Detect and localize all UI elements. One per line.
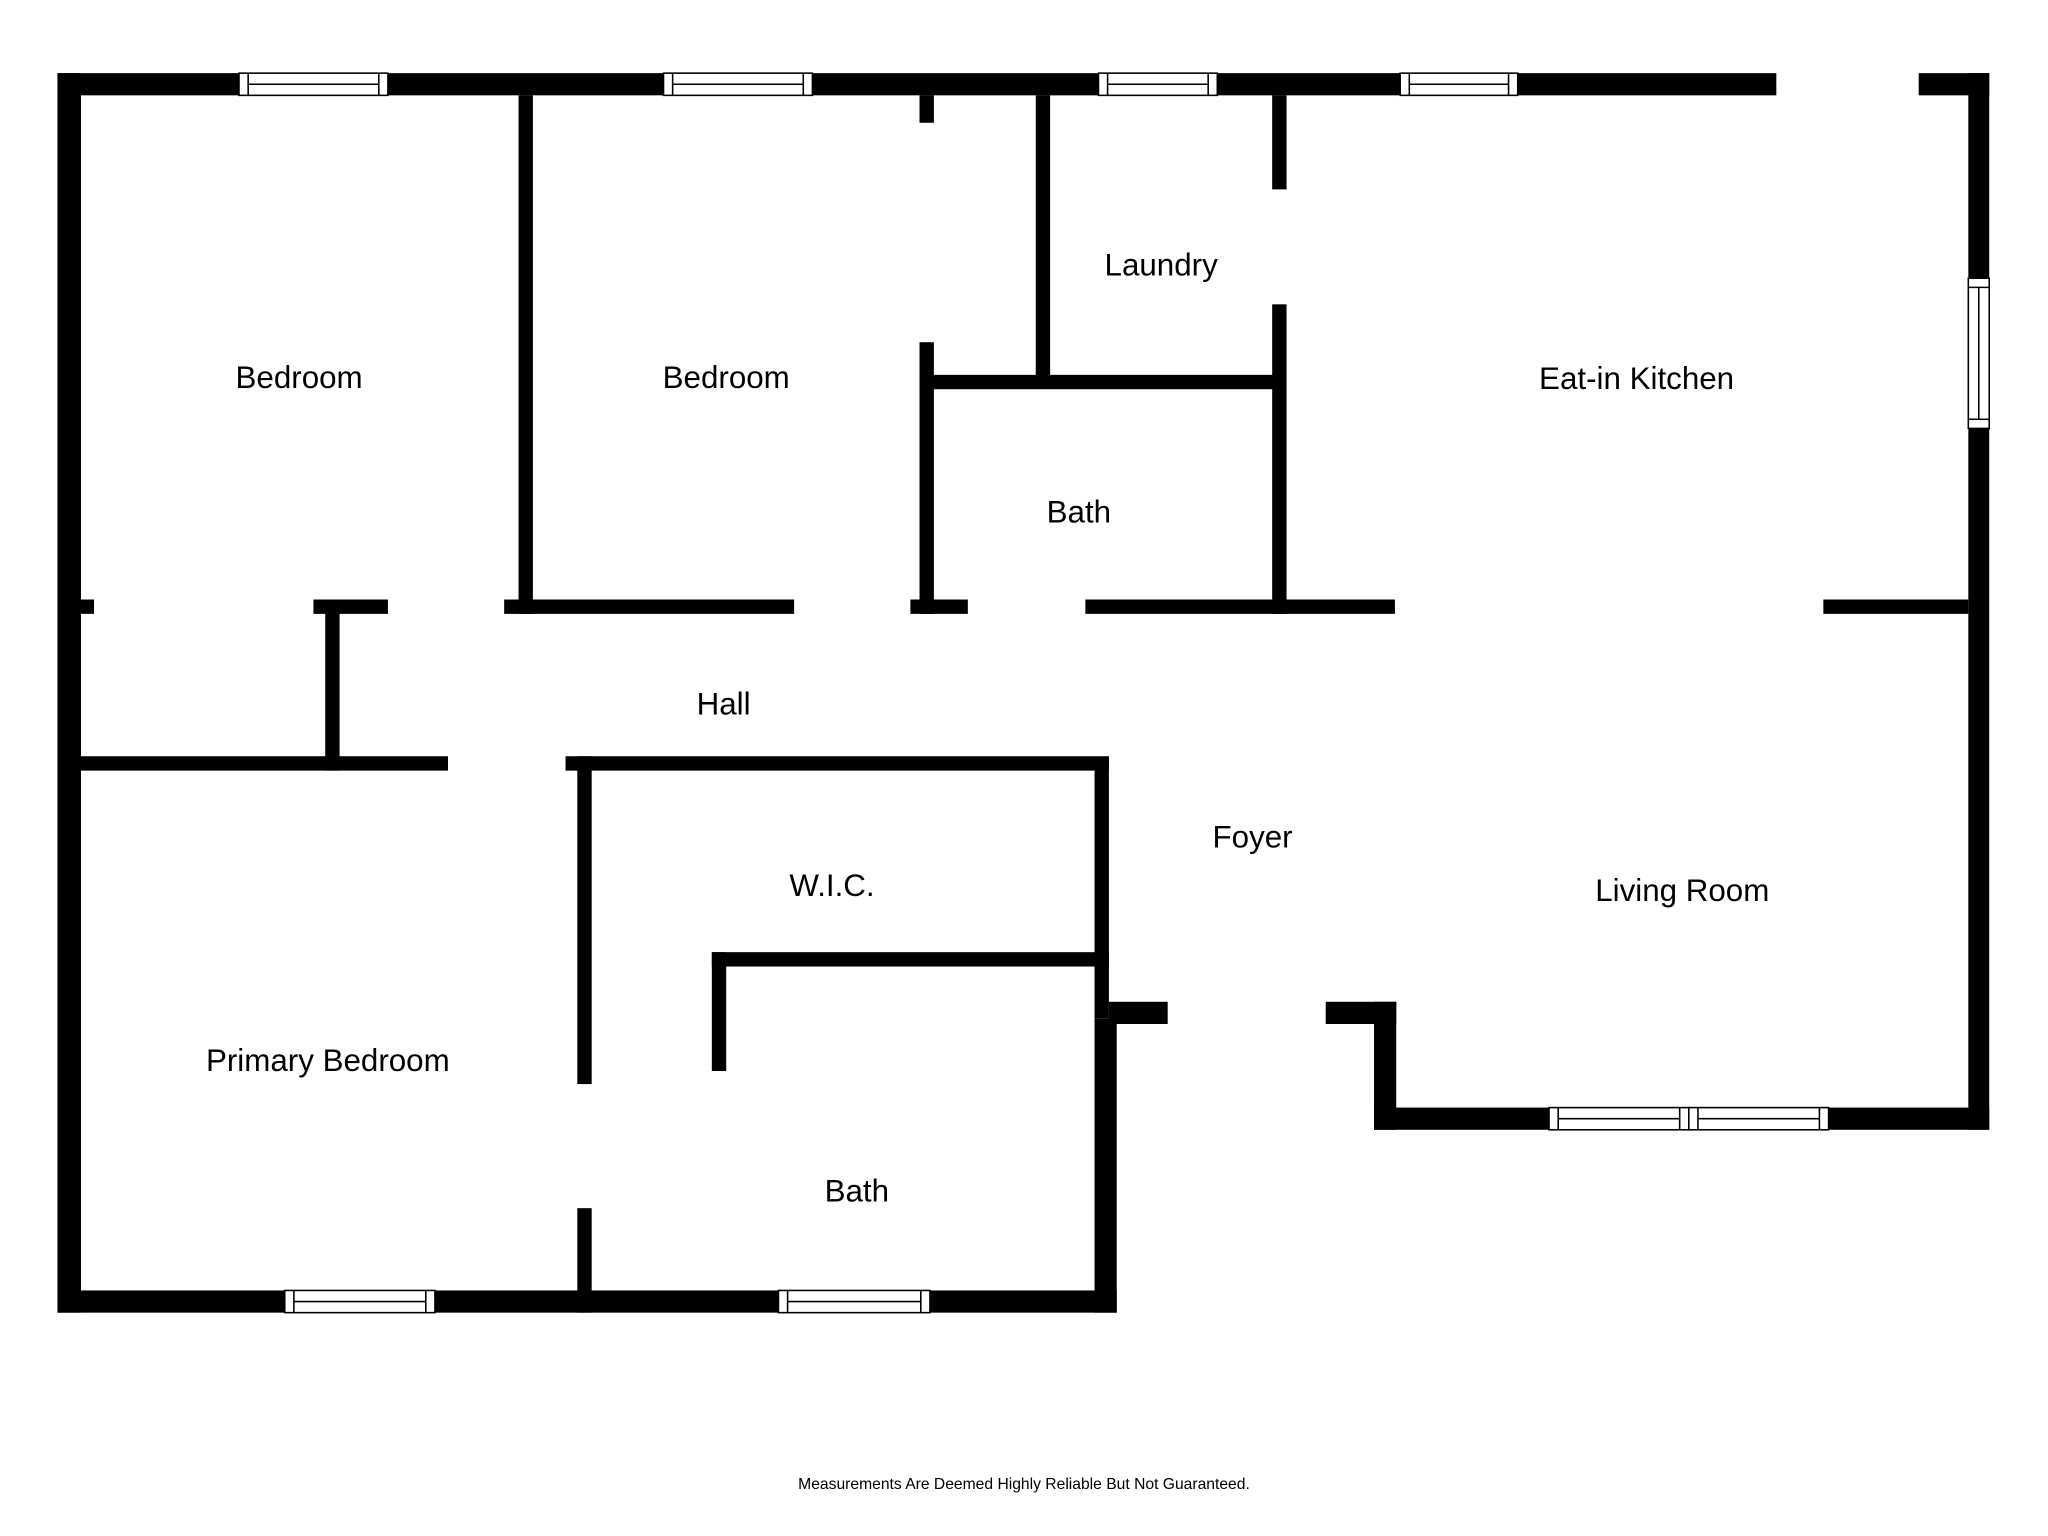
wall: [1094, 757, 1109, 1019]
room-label-living-room: Living Room: [1595, 873, 1769, 908]
window: [283, 1289, 436, 1314]
room-label-bath-2: Bath: [825, 1174, 889, 1209]
wall: [711, 952, 1109, 967]
window: [1548, 1106, 1690, 1131]
window: [1399, 72, 1519, 97]
wall: [1108, 1001, 1168, 1024]
window: [662, 72, 814, 97]
room-label-foyer: Foyer: [1213, 820, 1293, 855]
wall: [919, 342, 934, 614]
wall: [57, 73, 1777, 96]
wall: [57, 73, 81, 1313]
wall: [325, 599, 340, 771]
wall: [577, 1208, 592, 1313]
room-label-hall: Hall: [697, 686, 751, 721]
wall: [711, 952, 727, 1072]
wall: [504, 599, 795, 614]
wall: [1374, 1001, 1397, 1130]
room-label-wic: W.I.C.: [789, 868, 874, 903]
wall: [910, 599, 968, 614]
wall: [1035, 95, 1051, 382]
wall: [1968, 73, 1990, 1130]
wall: [1085, 599, 1395, 614]
window: [1097, 72, 1219, 97]
wall: [1094, 1018, 1117, 1313]
wall: [57, 756, 448, 771]
wall: [1823, 599, 1969, 614]
window: [1967, 277, 1991, 430]
room-label-laundry: Laundry: [1105, 248, 1219, 283]
room-label-bedroom-2: Bedroom: [663, 360, 790, 395]
room-label-bath: Bath: [1047, 494, 1111, 529]
room-label-kitchen: Eat-in Kitchen: [1539, 361, 1734, 396]
wall: [518, 95, 533, 614]
wall: [1272, 95, 1287, 190]
windows: [238, 72, 1991, 1314]
wall: [919, 95, 934, 123]
wall: [1272, 304, 1287, 614]
room-label-primary-bedroom: Primary Bedroom: [206, 1043, 450, 1078]
window: [1688, 1106, 1830, 1131]
wall: [57, 599, 95, 614]
window: [777, 1289, 931, 1314]
wall: [565, 756, 1109, 771]
wall: [313, 599, 388, 614]
wall: [919, 374, 1287, 390]
wall: [577, 756, 592, 1085]
room-label-bedroom: Bedroom: [236, 360, 363, 395]
window: [238, 72, 389, 97]
disclaimer-text: Measurements Are Deemed Highly Reliable …: [798, 1476, 1250, 1493]
